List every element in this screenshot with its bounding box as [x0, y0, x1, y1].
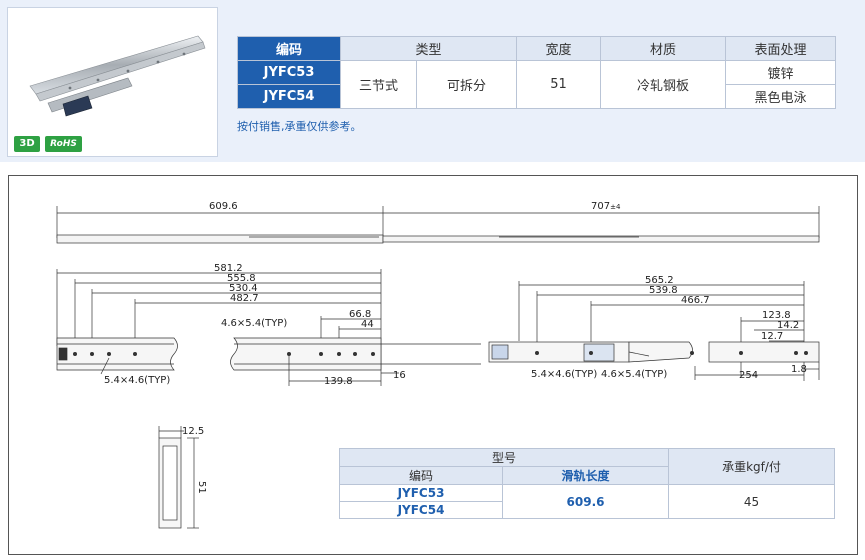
spec-header-code: 编码 [237, 36, 341, 61]
slide-rail-image [29, 35, 206, 117]
dim-right-5: 14.2 [777, 320, 799, 331]
spec-material: 冷轧钢板 [600, 60, 726, 109]
dim-top-right-tolerance: ±4 [610, 203, 621, 211]
load-header-model: 型号 [339, 448, 669, 467]
dim-right-3: 466.7 [681, 295, 710, 306]
hole-label-left-2: 5.4×4.6(TYP) [104, 375, 170, 386]
spec-header-finish: 表面处理 [725, 36, 836, 61]
dim-left-1: 581.2 [214, 263, 243, 274]
hole-label-right-1: 5.4×4.6(TYP) [531, 369, 597, 380]
spec-width: 51 [516, 60, 601, 109]
sales-note: 按付销售,承重仅供参考。 [237, 120, 362, 133]
dim-left-bottom-a: 139.8 [324, 376, 353, 387]
spec-type-1: 三节式 [340, 60, 417, 109]
dim-left-6: 44 [361, 319, 374, 330]
dim-right-2: 539.8 [649, 285, 678, 296]
dim-left-5: 66.8 [349, 309, 371, 320]
spec-code-cell[interactable]: JYFC53 [237, 60, 341, 85]
dim-left-2: 555.8 [227, 273, 256, 284]
dim-section-thickness: 12.5 [182, 426, 204, 437]
dim-left-3: 530.4 [229, 283, 258, 294]
load-header-load: 承重kgf/付 [668, 448, 835, 485]
dim-top-left: 609.6 [209, 201, 238, 212]
dim-left-4: 482.7 [230, 293, 259, 304]
spec-finish-cell: 黑色电泳 [725, 84, 836, 109]
dim-right-4: 123.8 [762, 310, 791, 321]
dim-left-bottom-b: 16 [393, 370, 406, 381]
spec-table: 编码 类型 宽度 材质 表面处理 JYFC53 三节式 可拆分 51 冷轧钢板 … [237, 36, 836, 109]
dim-section-height: 51 [196, 481, 207, 494]
load-table: 型号 承重kgf/付 编码 滑轨长度 JYFC53 609.6 45 JYFC5… [339, 448, 835, 519]
dim-right-6: 12.7 [761, 331, 783, 342]
load-code-cell[interactable]: JYFC54 [339, 501, 503, 519]
product-photo: 3D RoHS [7, 7, 218, 157]
spec-type-2: 可拆分 [416, 60, 517, 109]
load-length-value: 609.6 [502, 484, 669, 519]
spec-header-width: 宽度 [516, 36, 601, 61]
spec-header-material: 材质 [600, 36, 726, 61]
technical-drawing-frame: 609.6 707±4 581.2 555.8 530.4 482.7 66.8… [8, 175, 858, 555]
spec-finish-cell: 镀锌 [725, 60, 836, 85]
hole-label-left-1: 4.6×5.4(TYP) [221, 318, 287, 329]
3d-badge[interactable]: 3D [14, 136, 40, 152]
load-value: 45 [668, 484, 835, 519]
product-info-band: 3D RoHS 编码 类型 宽度 材质 表面处理 JYFC53 三节式 可拆分 … [0, 0, 865, 162]
spec-code-cell[interactable]: JYFC54 [237, 84, 341, 109]
load-code-cell[interactable]: JYFC53 [339, 484, 503, 502]
hole-label-right-2: 4.6×5.4(TYP) [601, 369, 667, 380]
spec-header-type: 类型 [340, 36, 517, 61]
technical-drawing: 609.6 707±4 581.2 555.8 530.4 482.7 66.8… [56, 201, 820, 529]
load-header-length: 滑轨长度 [502, 466, 669, 485]
dim-top-right-value: 707 [591, 201, 610, 212]
dim-right-1: 565.2 [645, 275, 674, 286]
dim-top-right: 707±4 [591, 201, 621, 212]
dim-right-bottom-b: 1.8 [791, 364, 807, 375]
dim-right-bottom-a: 254 [739, 370, 758, 381]
rohs-badge: RoHS [45, 136, 82, 152]
load-header-code: 编码 [339, 466, 503, 485]
